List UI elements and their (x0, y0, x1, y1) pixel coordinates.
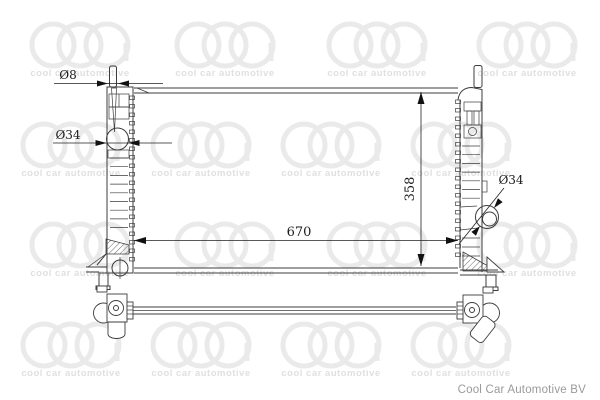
right-tank-ribs (462, 145, 480, 257)
watermark-text: cool car automotive (281, 368, 380, 379)
watermark-text: cool car automotive (21, 368, 120, 379)
dim-right-outlet-label: Ø34 (498, 173, 523, 187)
watermark-text: cool car automotive (477, 268, 576, 279)
bar-left-bracket (93, 285, 134, 339)
dim-pin-diameter: Ø8 (54, 68, 163, 87)
watermark-text: cool car automotive (30, 68, 129, 79)
watermark-text: cool car automotive (175, 68, 274, 79)
cca-logo: cool car automotive (326, 21, 428, 79)
cca-logo: cool car automotive (29, 21, 131, 79)
right-outlet-port (459, 205, 499, 231)
dim-right-outlet: Ø34 (458, 173, 524, 245)
watermark-text: cool car automotive (281, 168, 380, 179)
dim-core-height: 358 (403, 92, 425, 266)
cca-logo: cool car automotive (280, 321, 382, 379)
left-mount-foot (86, 253, 111, 290)
watermark-text: cool car automotive (30, 268, 129, 279)
watermark-text: cool car automotive (477, 68, 576, 79)
cca-logo: cool car automotive (174, 21, 276, 79)
bar-right-bracket (456, 286, 500, 344)
lower-support-bar (93, 285, 500, 344)
dim-left-inlet-label: Ø34 (55, 128, 80, 142)
cca-logo: cool car automotive (476, 21, 578, 79)
dim-pin-diameter-label: Ø8 (59, 68, 76, 82)
dim-core-height-label: 358 (403, 177, 418, 202)
right-tank-tabs (455, 99, 461, 257)
footer-company-text: Cool Car Automotive BV (457, 384, 586, 396)
left-inlet-port (106, 127, 129, 151)
cca-logo: cool car automotive (150, 121, 252, 179)
left-drain-hatch (105, 238, 130, 255)
core (134, 87, 458, 274)
left-tank-ribs (110, 157, 128, 228)
watermark-text: cool car automotive (411, 368, 510, 379)
watermark-text: cool car automotive (151, 168, 250, 179)
dim-core-width-label: 670 (287, 225, 312, 240)
cca-logo: cool car automotive (150, 321, 252, 379)
cca-logo: cool car automotive (476, 221, 578, 279)
dim-left-inlet: Ø34 (53, 128, 172, 146)
watermark-text: cool car automotive (411, 168, 510, 179)
watermark-text: cool car automotive (327, 68, 426, 79)
left-tank-tabs (129, 95, 135, 262)
left-header-pin (109, 65, 117, 88)
right-tank (455, 65, 506, 291)
left-tank (86, 65, 135, 290)
watermark-text: cool car automotive (151, 368, 250, 379)
cca-logo: cool car automotive (20, 321, 122, 379)
dim-core-width: 670 (134, 225, 458, 244)
watermark-text: cool car automotive (21, 168, 120, 179)
right-header-pin (473, 65, 483, 88)
cca-logo: cool car automotive (280, 121, 382, 179)
